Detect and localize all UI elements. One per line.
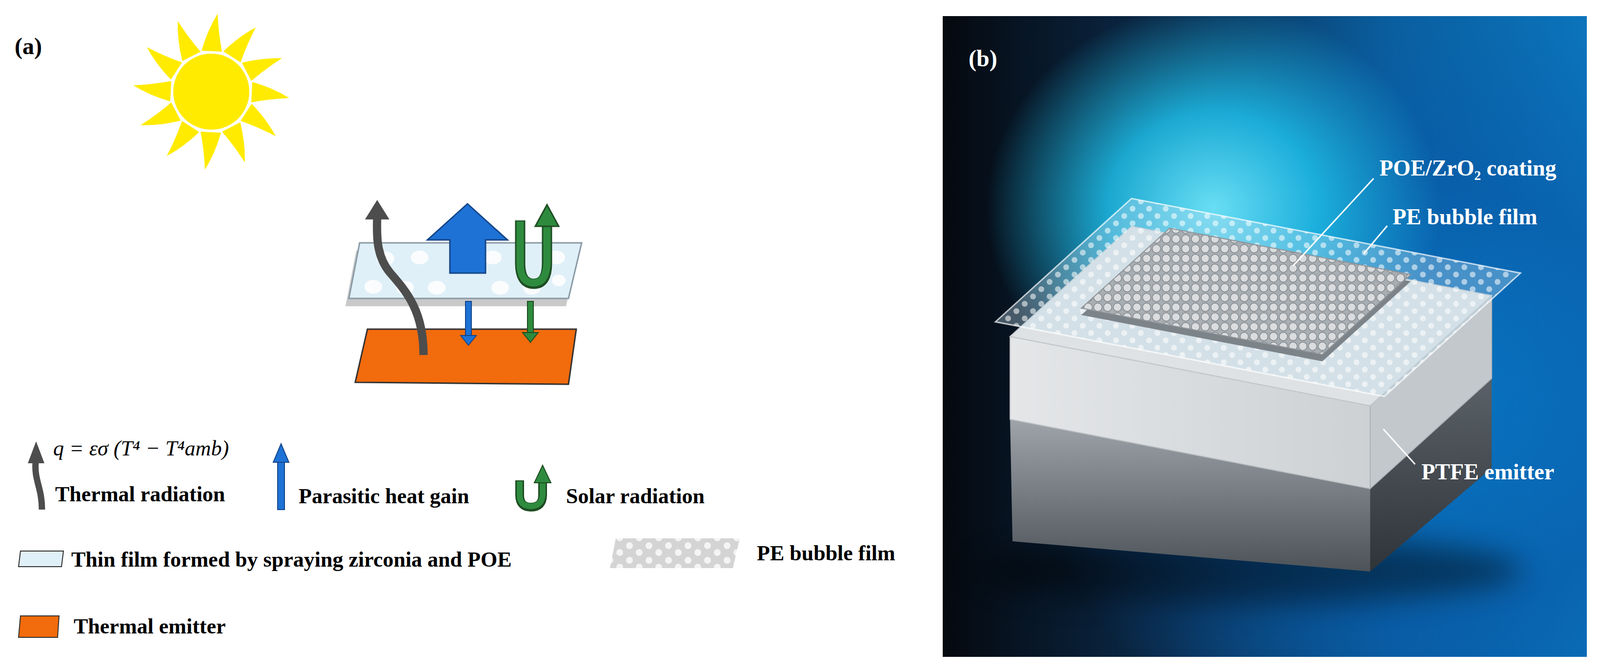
- legend-text: Solar radiation: [566, 484, 705, 510]
- coating: [1081, 228, 1411, 355]
- leader-line: [1363, 225, 1388, 254]
- callout-label: PE bubble film: [1392, 204, 1538, 231]
- sun-core: [173, 53, 250, 130]
- legend-thermal-arrow: [27, 441, 45, 510]
- panel-label: (a): [14, 32, 42, 60]
- parasitic-down-arrow: [460, 301, 477, 346]
- sun-rays: [133, 13, 290, 170]
- sun: [133, 13, 290, 170]
- leader-line: [1293, 178, 1374, 266]
- legend-bubble-film: [609, 538, 740, 569]
- legend-text: Thermal emitter: [73, 614, 226, 640]
- solar-reflection-arrow: [520, 204, 559, 284]
- panel-label: (b): [968, 44, 998, 72]
- legend-swatch: [18, 616, 60, 638]
- solar-down-arrow: [522, 301, 539, 343]
- equation: q = εσ (T⁴ − T⁴amb): [53, 436, 229, 462]
- legend-text: PE bubble film: [756, 541, 896, 567]
- legend-parasitic-arrow: [273, 444, 289, 510]
- callout-label: PTFE emitter: [1421, 459, 1555, 486]
- legend-text: Thin film formed by spraying zirconia an…: [71, 547, 512, 573]
- thermal-radiation-arrow: [364, 200, 424, 356]
- leader-line: [1383, 429, 1416, 465]
- callout-label: POE/ZrO₂ coating: [1379, 155, 1557, 182]
- thermal-emitter: [355, 329, 577, 385]
- parasitic-heat-arrow: [427, 203, 508, 274]
- legend-text: Parasitic heat gain: [298, 484, 470, 510]
- legend-solar-arrow: [519, 465, 551, 508]
- legend-swatch: [18, 551, 64, 568]
- legend-text: Thermal radiation: [55, 482, 225, 508]
